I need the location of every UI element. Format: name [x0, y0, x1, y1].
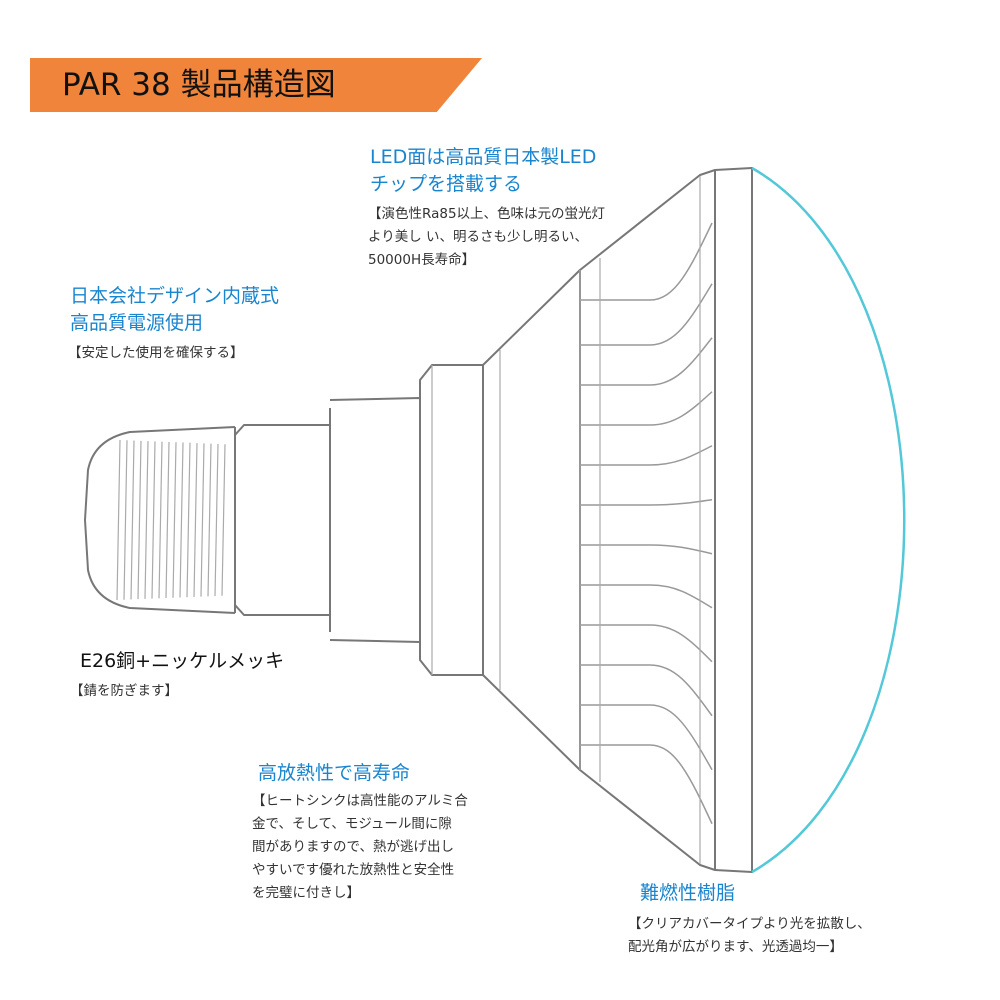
callout-lens-heading: 難燃性樹脂 [640, 882, 736, 904]
thread-line [193, 443, 198, 597]
thread-line [123, 440, 128, 600]
thread-line [186, 442, 191, 598]
thread-line [151, 441, 156, 599]
thread-line [221, 444, 226, 596]
thread-line [158, 441, 163, 599]
fin-ridge [580, 337, 713, 386]
thread-line [200, 443, 205, 597]
title-banner [30, 58, 482, 112]
screw-base [84, 426, 236, 614]
thread-lines [116, 439, 226, 601]
fin-ridge [580, 624, 713, 663]
callout-base-note: 【錆を防ぎます】 [70, 683, 178, 699]
lens-dome [751, 166, 906, 874]
callout-lens-note: 【クリアカバータイプより光を拡散し、 配光角が広がります、光透過均一】 [628, 916, 871, 955]
fin-ridge [580, 584, 713, 609]
thread-line [144, 441, 149, 599]
callout-power-supply-heading: 日本会社デザイン内蔵式 高品質電源使用 [70, 285, 280, 334]
thread-line [137, 440, 142, 600]
front-rim [699, 167, 753, 873]
fin-ridge [580, 445, 713, 466]
callout-led-chip-note: 【演色性Ra85以上、色味は元の蛍光灯 より美し い、明るさも少し明るい、 50… [368, 206, 606, 268]
callout-power-supply-note: 【安定した使用を確保する】 [68, 345, 244, 361]
collar-ring [419, 364, 484, 676]
housing-cone [482, 269, 581, 771]
callout-heat-sink-heading: 高放熱性で高寿命 [258, 762, 411, 784]
heat-sink-fins [579, 169, 716, 871]
page-title: PAR 38 製品構造図 [62, 67, 336, 103]
thread-line [130, 440, 135, 600]
callout-base-heading: E26銅+ニッケルメッキ [80, 650, 285, 672]
fin-ridge [580, 544, 713, 555]
fin-ridge [580, 391, 713, 426]
callout-led-chip-heading: LED面は高品質日本製LED チップを搭載する [370, 146, 597, 195]
fin-edge [579, 258, 601, 782]
thread-line [165, 441, 170, 599]
fin-ridge [580, 283, 713, 346]
fin-ridge [580, 744, 713, 825]
fin-ridge [580, 499, 713, 506]
thread-line [172, 442, 177, 598]
neck [234, 397, 421, 643]
fin-ridge [580, 664, 713, 717]
callout-heat-sink-note: 【ヒートシンクは高性能のアルミ合 金で、そして、モジュール間に隙 間がありますの… [252, 793, 468, 901]
thread-line [179, 442, 184, 598]
fin-ridge [580, 704, 713, 771]
thread-line [207, 443, 212, 597]
thread-line [116, 439, 121, 601]
thread-line [214, 443, 219, 597]
fin-ridge [580, 222, 713, 301]
